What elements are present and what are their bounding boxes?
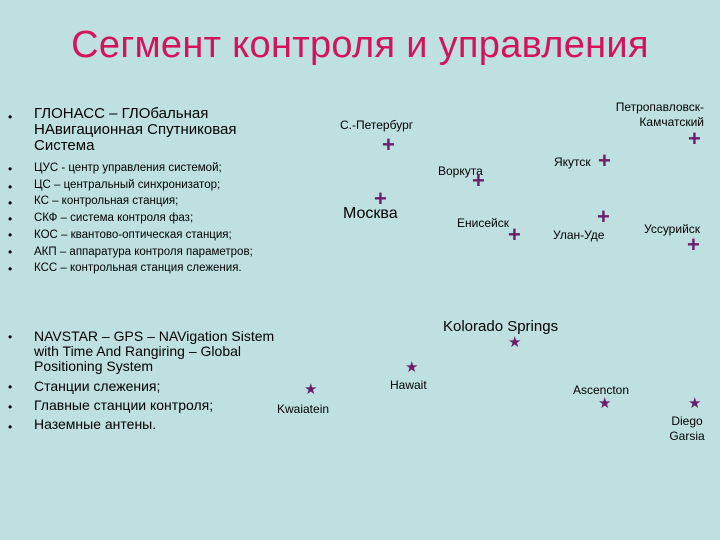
list-item: Наземные антены. (34, 416, 157, 432)
bullet: • (8, 330, 13, 344)
navstar-heading-line: Positioning System (34, 358, 154, 374)
glonass-heading: ГЛОНАСС – ГЛОбальная НАвигационная Спутн… (34, 106, 237, 154)
list-item: Станции слежения; (34, 378, 161, 394)
list-item: КСС – контрольная станция слежения. (34, 262, 242, 275)
glonass-heading-line: Система (34, 137, 95, 154)
list-item: КОС – квантово-оптическая станция; (34, 228, 232, 241)
plus-marker-petropavlovsk: + (688, 126, 701, 151)
bullet: • (8, 212, 13, 226)
bullet: • (8, 110, 13, 124)
bullet: • (8, 380, 13, 394)
navstar-heading-line: NAVSTAR – GPS – NAVigation Sistem (34, 328, 275, 344)
station-label-yakutsk: Якутск (554, 155, 591, 169)
star-marker-diego-garcia: ★ (688, 395, 702, 412)
station-label-line: Garsia (669, 429, 705, 443)
star-marker-hawaii: ★ (405, 359, 419, 376)
navstar-list: Станции слежения; Главные станции контро… (34, 377, 213, 434)
plus-marker-yenisei: + (508, 222, 521, 247)
bullet: • (8, 262, 13, 276)
station-label-moscow: Москва (343, 205, 398, 222)
station-label-line: Петропавловск- (615, 100, 704, 114)
station-label-vorkuta: Воркута (438, 164, 483, 178)
bullet: • (8, 420, 13, 434)
station-label-line: Diego (671, 414, 703, 428)
plus-marker-moscow: + (374, 186, 387, 211)
station-label-line: Камчатский (639, 115, 704, 129)
station-label-colorado: Kolorado Springs (443, 318, 559, 335)
star-marker-colorado: ★ (508, 334, 522, 351)
plus-marker-ussuriysk: + (687, 232, 700, 257)
navstar-heading: NAVSTAR – GPS – NAVigation Sistem with T… (34, 329, 274, 374)
station-label-ussuriysk: Уссурийск (644, 222, 701, 236)
bullet: • (8, 400, 13, 414)
station-label-diego-garcia: Diego Garsia (660, 414, 714, 444)
navstar-heading-line: with Time And Rangiring – Global (34, 343, 241, 359)
list-item: ЦУС - центр управления системой; (34, 162, 222, 174)
glonass-heading-line: НАвигационная Спутниковая (34, 121, 237, 138)
station-label-spb: С.-Петербург (340, 118, 414, 132)
bullet: • (8, 196, 13, 210)
plus-marker-yakutsk: + (598, 148, 611, 173)
station-label-yenisei: Енисейск (457, 216, 509, 230)
station-label-hawaii: Hawait (390, 378, 427, 392)
station-label-ulan-ude: Улан-Уде (553, 228, 605, 242)
station-label-petropavlovsk: Петропавловск- Камчатский (590, 100, 704, 130)
list-item: АКП – аппаратура контроля параметров; (34, 245, 253, 258)
list-item: ЦС – центральный синхронизатор; (34, 178, 221, 191)
station-label-kwajalein: Kwaiatein (277, 402, 330, 416)
plus-marker-ulan-ude: + (597, 204, 610, 229)
list-item: КС – контрольная станция; (34, 195, 179, 208)
bullet: • (8, 228, 13, 242)
bullet: • (8, 245, 13, 259)
glonass-heading-line: ГЛОНАСС – ГЛОбальная (34, 105, 209, 122)
star-marker-kwajalein: ★ (304, 381, 318, 398)
slide-title: Сегмент контроля и управления (71, 24, 649, 66)
bullet: • (8, 162, 13, 176)
bullet: • (8, 180, 13, 194)
plus-marker-vorkuta: + (472, 168, 485, 193)
station-label-ascension: Ascencton (573, 383, 630, 397)
list-item: СКФ – система контроля фаз; (34, 212, 194, 225)
plus-marker-spb: + (382, 132, 395, 157)
glonass-list: ЦУС - центр управления системой; ЦС – це… (34, 160, 253, 277)
star-marker-ascension: ★ (598, 395, 612, 412)
list-item: Главные станции контроля; (34, 397, 214, 413)
